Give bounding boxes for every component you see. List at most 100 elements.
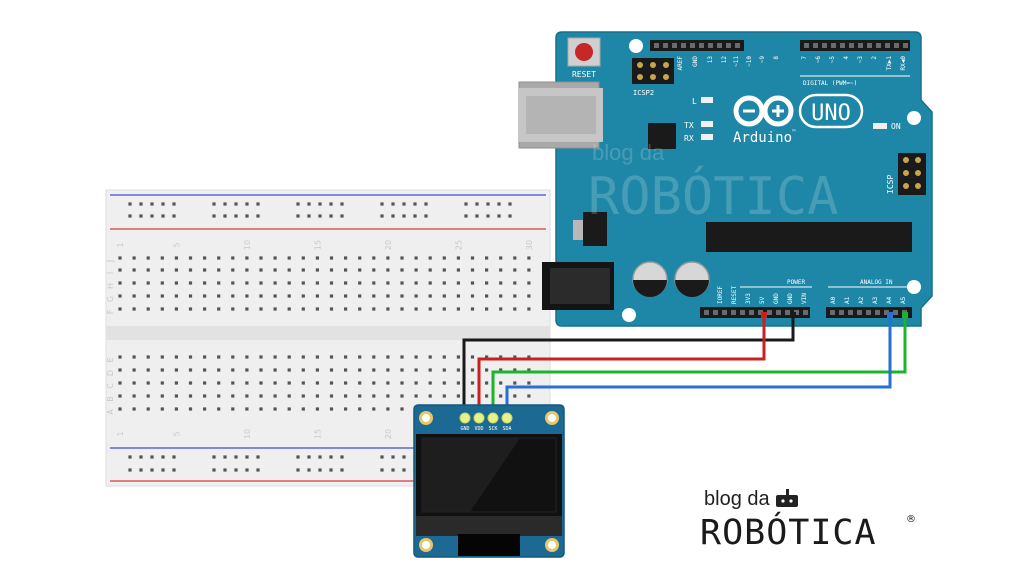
breadboard-hole: [344, 355, 348, 359]
row-letter: H: [106, 283, 115, 289]
breadboard-hole: [273, 394, 277, 398]
row-letter: I: [106, 272, 115, 274]
breadboard-hole: [174, 394, 178, 398]
pin-label: 3V3: [745, 293, 752, 304]
reset-label: RESET: [572, 70, 596, 79]
breadboard-hole: [217, 256, 221, 260]
breadboard-hole: [118, 394, 122, 398]
rail-hole: [402, 202, 406, 206]
breadboard-hole: [428, 281, 432, 285]
breadboard-hole: [217, 381, 221, 385]
rail-hole: [329, 202, 333, 206]
breadboard-hole: [456, 355, 460, 359]
breadboard-hole: [470, 281, 475, 285]
rail-hole: [128, 214, 132, 218]
breadboard-hole: [470, 368, 475, 372]
breadboard-hole: [273, 355, 277, 359]
breadboard-hole: [400, 355, 404, 359]
rail-hole: [296, 468, 300, 472]
row-letter: E: [106, 357, 115, 362]
pin-label: 7: [801, 56, 808, 60]
blog-da-robotica-logo: blog da ROBÓTICA ®: [700, 488, 916, 553]
breadboard-hole: [442, 381, 446, 385]
rail-hole: [150, 468, 154, 472]
icsp-pin: [915, 157, 921, 163]
breadboard-hole: [146, 281, 150, 285]
voltage-regulator: [573, 212, 607, 246]
breadboard-hole: [485, 281, 489, 285]
wire-terminal: [790, 312, 796, 318]
oled-pin-label-sck: SCK: [488, 426, 497, 432]
breadboard-hole: [245, 307, 249, 311]
breadboard-hole: [301, 407, 305, 411]
rail-hole: [212, 468, 216, 472]
breadboard-hole: [287, 355, 291, 359]
rail-hole: [256, 214, 260, 218]
breadboard-hole: [273, 407, 277, 411]
rail-hole: [161, 214, 165, 218]
breadboard-hole: [372, 281, 376, 285]
pin-label: GND: [773, 293, 780, 304]
breadboard-hole: [485, 307, 489, 311]
led-label-on: ON: [891, 122, 901, 131]
pin-label: RX◀0: [900, 56, 907, 71]
rail-hole: [128, 202, 132, 206]
header-pin: [672, 43, 677, 48]
reset-button[interactable]: [567, 37, 601, 67]
breadboard-hole: [329, 368, 334, 372]
breadboard-hole: [499, 381, 503, 385]
breadboard-hole: [301, 307, 305, 311]
breadboard-hole: [174, 368, 178, 372]
rail-hole: [234, 214, 238, 218]
breadboard-hole: [217, 394, 221, 398]
breadboard-hole: [301, 268, 305, 272]
breadboard-hole: [273, 368, 277, 372]
column-number: 1: [116, 431, 125, 436]
breadboard-hole: [428, 268, 432, 272]
breadboard-hole: [513, 355, 517, 359]
breadboard-hole: [414, 381, 418, 385]
breadboard-hole: [329, 407, 334, 411]
breadboard-hole: [513, 394, 517, 398]
icsp-pin: [915, 170, 921, 176]
row-letter: F: [106, 309, 115, 314]
breadboard-hole: [442, 268, 446, 272]
breadboard-hole: [315, 256, 319, 260]
pin-label: A3: [872, 296, 879, 304]
breadboard-hole: [344, 394, 348, 398]
breadboard-hole: [400, 268, 404, 272]
breadboard-hole: [231, 394, 235, 398]
breadboard-hole: [315, 394, 319, 398]
breadboard-hole: [174, 307, 178, 311]
breadboard-hole: [146, 355, 150, 359]
header-pin: [681, 43, 686, 48]
rail-hole: [380, 455, 384, 459]
breadboard-hole: [118, 407, 122, 411]
breadboard-hole: [386, 355, 390, 359]
breadboard-hole: [499, 355, 503, 359]
breadboard-hole: [301, 394, 305, 398]
breadboard-hole: [329, 294, 334, 298]
digital-header: [650, 40, 910, 51]
breadboard-hole: [527, 307, 531, 311]
row-letter: B: [106, 396, 115, 402]
rail-hole: [245, 455, 249, 459]
breadboard-hole: [358, 381, 362, 385]
column-number: 10: [243, 240, 252, 250]
rail-hole: [223, 202, 227, 206]
breadboard-hole: [174, 294, 178, 298]
pin-label: A4: [886, 296, 893, 304]
rail-hole: [128, 468, 132, 472]
header-pin: [894, 43, 899, 48]
column-number: 5: [172, 242, 181, 247]
pin-label: AREF: [677, 56, 684, 71]
breadboard-hole: [217, 294, 221, 298]
arduino-uno-board: RESET ICSP2 L TX RX ON UNO Arduino ™: [518, 31, 933, 327]
rail-hole: [380, 214, 384, 218]
breadboard-hole: [372, 294, 376, 298]
rail-hole: [340, 202, 344, 206]
breadboard-hole: [245, 394, 249, 398]
breadboard-hole: [485, 355, 489, 359]
rail-hole: [340, 455, 344, 459]
